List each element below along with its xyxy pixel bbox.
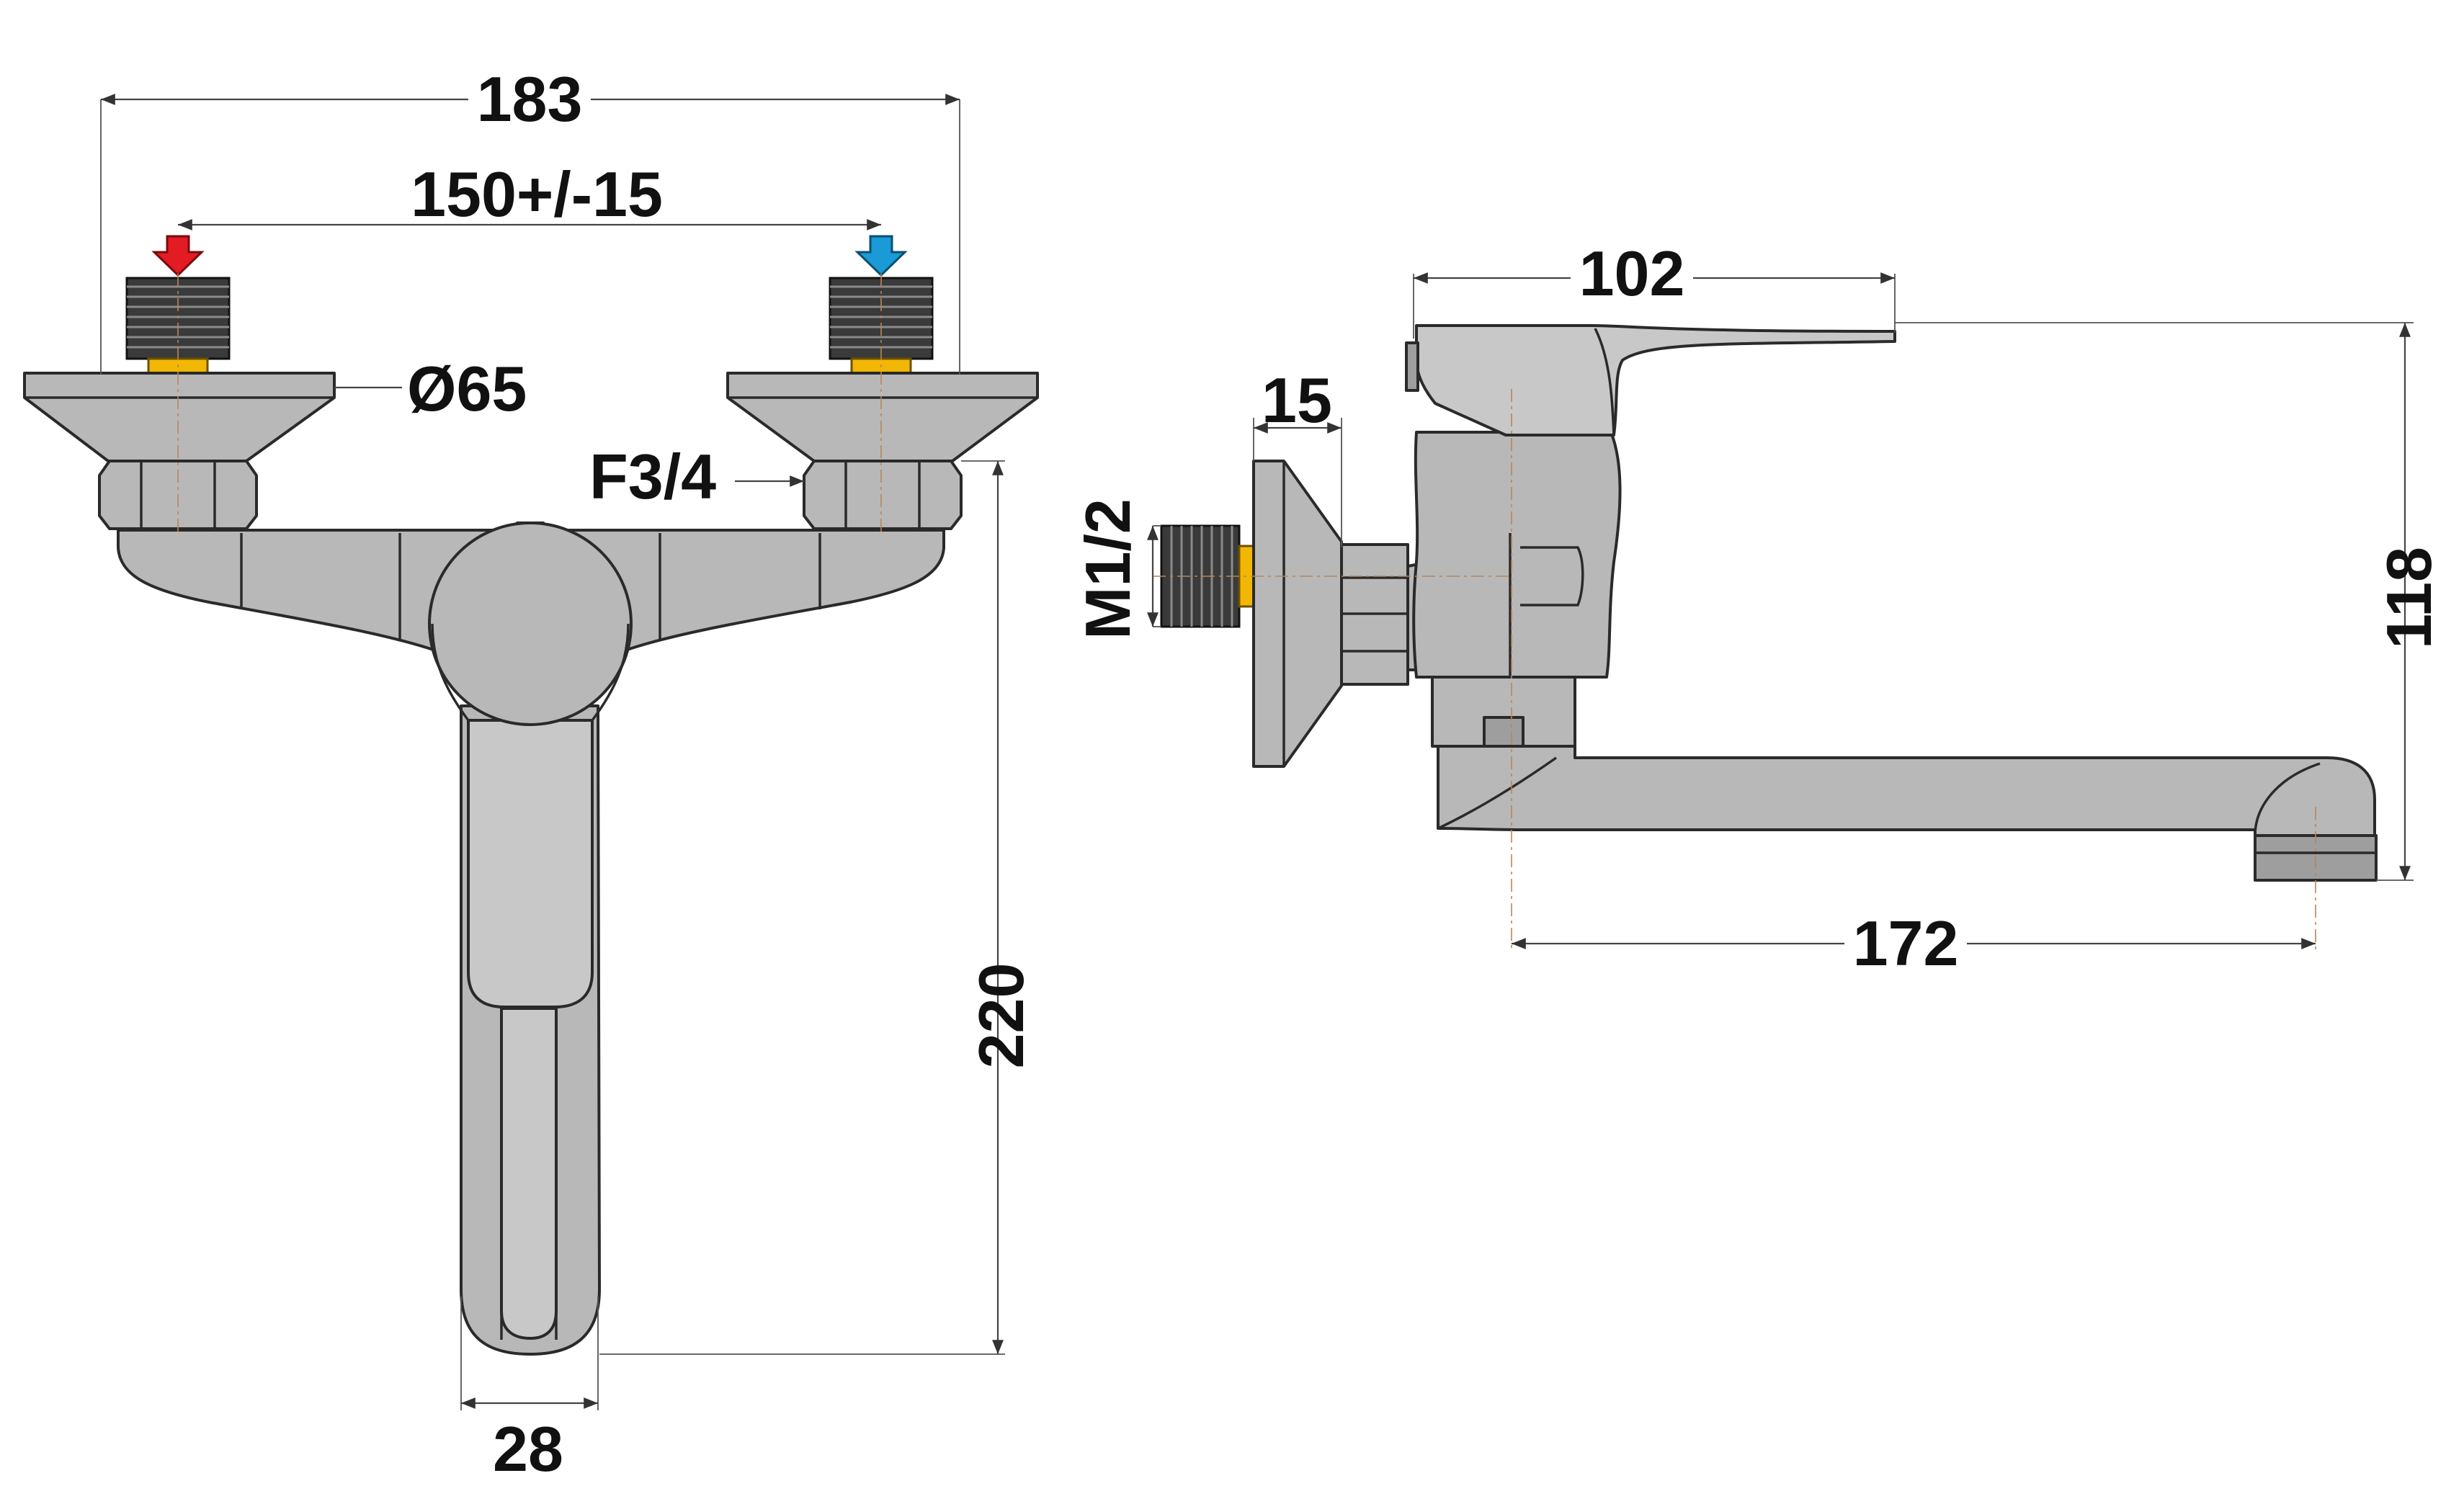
dim-body-depth: 102	[1413, 238, 1896, 339]
hot-inlet-arrow-icon	[151, 235, 205, 277]
side-spout	[1437, 745, 2378, 882]
dim-flange-thickness: 15	[1253, 364, 1342, 547]
flange-diameter-label: Ø65	[407, 353, 527, 424]
dim-spout-reach: 172	[1512, 908, 2316, 979]
spout-width-label: 28	[493, 1413, 563, 1485]
side-lever	[1405, 324, 1896, 437]
overall-width-label: 183	[477, 63, 583, 135]
side-collar	[1431, 676, 1576, 748]
dim-inlet-thread: M1/2	[1072, 498, 1161, 640]
side-height-label: 118	[2373, 547, 2445, 649]
connection-thread-label: F3/4	[589, 441, 716, 512]
dim-side-height: 118	[1895, 322, 2445, 881]
dim-connection-thread: F3/4	[589, 441, 804, 512]
side-body	[1412, 431, 1622, 679]
right-hex-nut	[803, 460, 963, 530]
cold-inlet-arrow-icon	[854, 235, 908, 277]
side-hex-nut	[1340, 543, 1409, 686]
left-flange	[23, 372, 336, 462]
body-depth-label: 102	[1579, 238, 1685, 309]
inlet-spacing-label: 150+/-15	[411, 158, 663, 230]
inlet-thread-label: M1/2	[1072, 498, 1143, 640]
dim-front-height: 220	[599, 460, 1037, 1355]
front-view: 183 150+/-15 Ø65 F3/4 220 2	[23, 63, 1039, 1485]
dim-flange-diameter: Ø65	[334, 353, 527, 424]
spout-reach-label: 172	[1853, 908, 1959, 979]
side-flange	[1252, 460, 1343, 768]
side-view: 102 15 M1/2 118 172	[1072, 238, 2445, 979]
right-flange	[726, 372, 1039, 462]
flange-thickness-label: 15	[1262, 364, 1332, 436]
front-height-label: 220	[965, 963, 1037, 1069]
dim-overall-width: 183	[100, 63, 960, 375]
dim-spout-width: 28	[460, 1297, 599, 1485]
dim-inlet-spacing: 150+/-15	[178, 158, 881, 230]
lever-handle	[428, 522, 633, 1008]
